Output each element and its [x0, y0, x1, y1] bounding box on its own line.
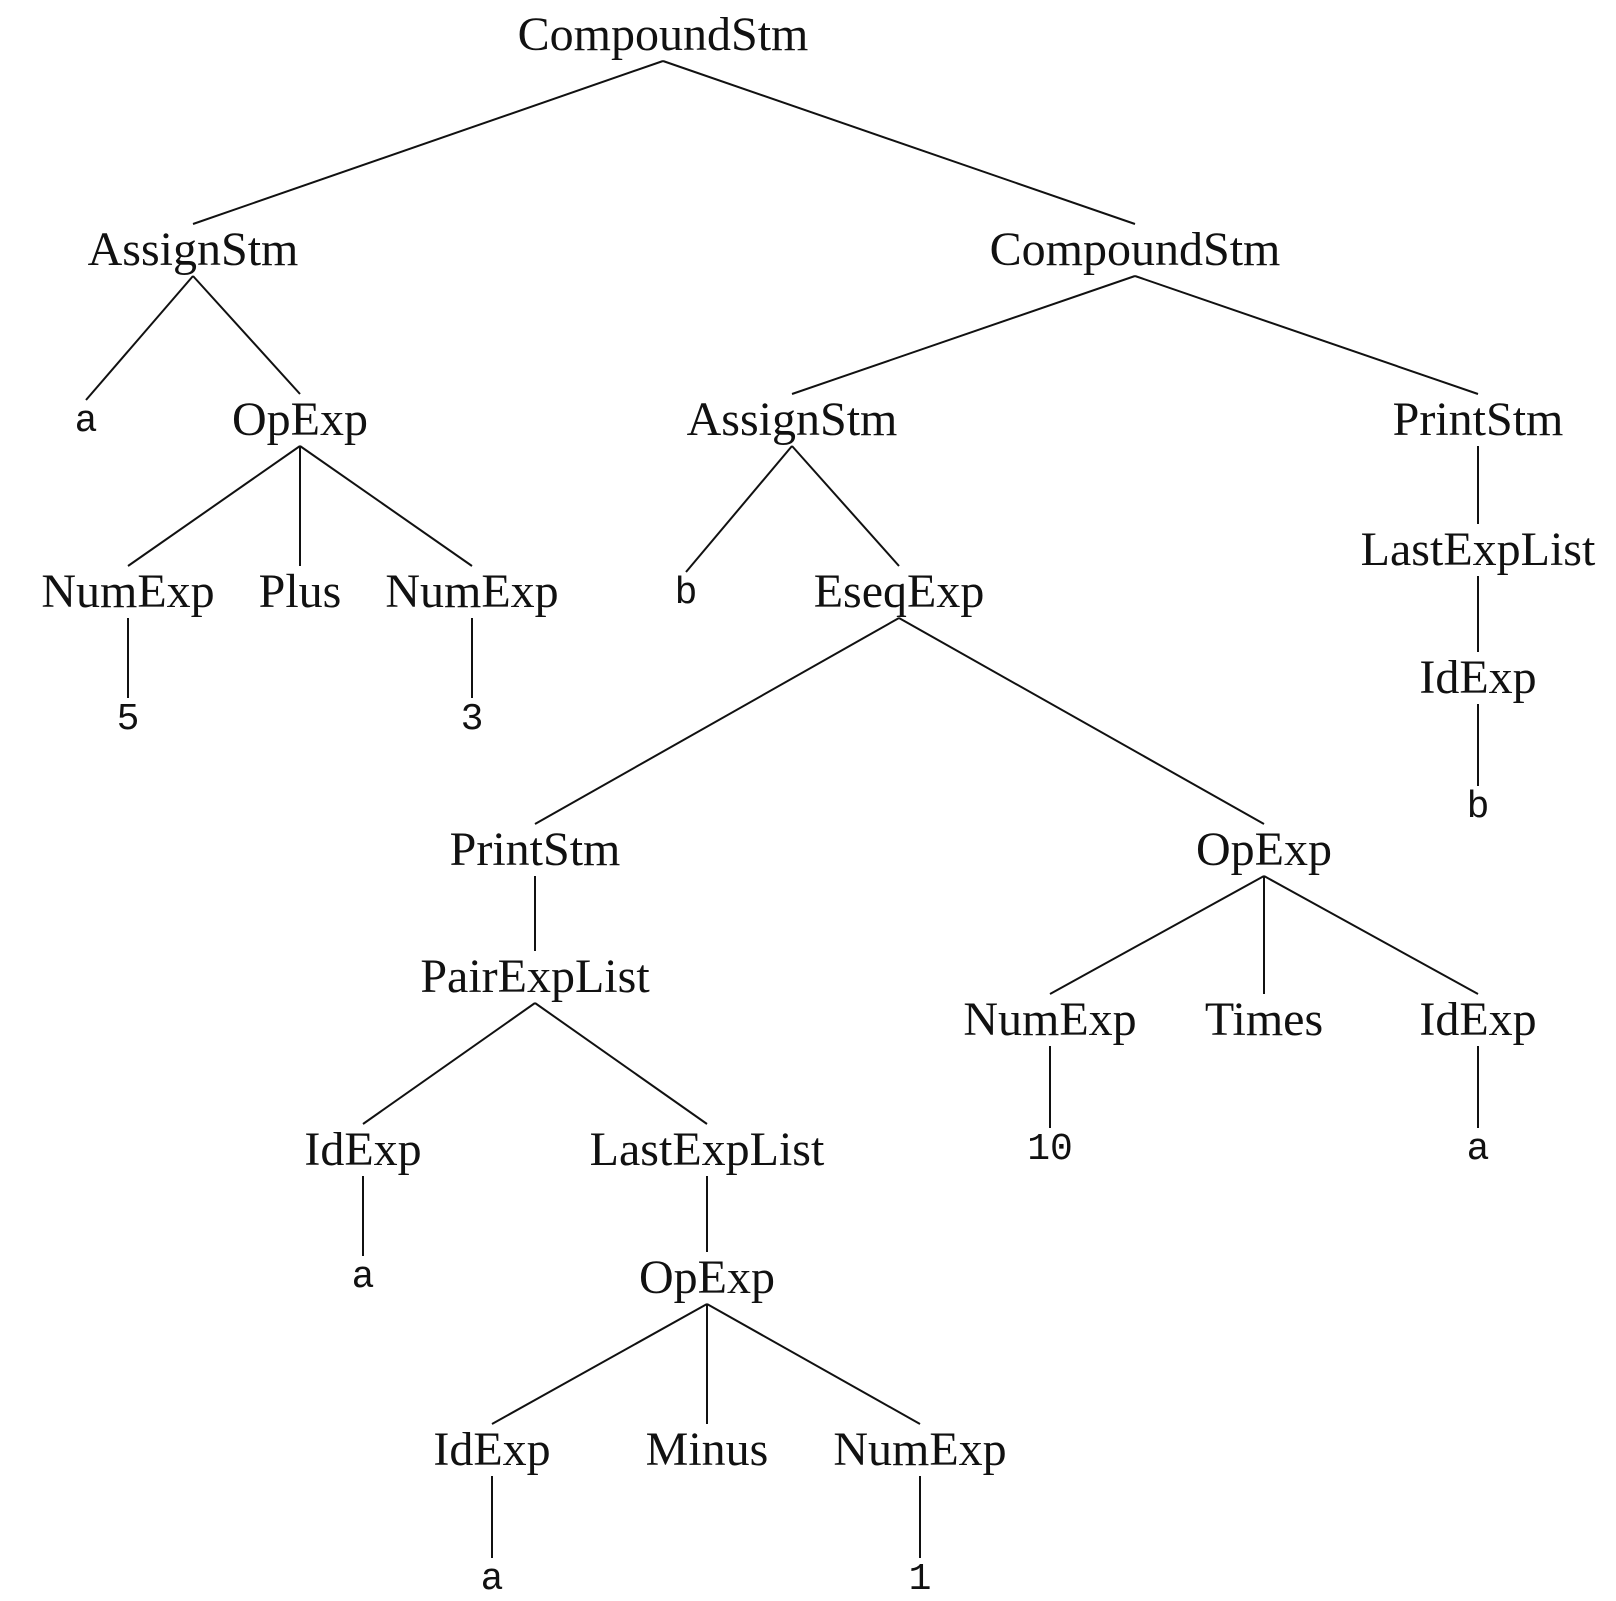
- node-printstm: PrintStm: [449, 823, 621, 876]
- node-opexp: OpExp: [639, 1251, 775, 1304]
- node-numexp: NumExp: [385, 565, 559, 618]
- leaf-3: 3: [460, 698, 484, 741]
- leaf-1: 1: [908, 1558, 932, 1601]
- leaf-a: a: [480, 1558, 504, 1601]
- node-assignstm: AssignStm: [87, 223, 299, 276]
- node-idexp: IdExp: [433, 1423, 551, 1476]
- leaf-a: a: [351, 1256, 375, 1299]
- tree-edge: [1134, 275, 1479, 395]
- tree-edge: [534, 1002, 708, 1125]
- tree-edge: [1263, 875, 1479, 995]
- node-assignstm: AssignStm: [686, 393, 898, 446]
- leaf-b: b: [674, 572, 698, 615]
- node-idexp: IdExp: [1419, 993, 1537, 1046]
- tree-edge: [662, 60, 1136, 225]
- node-numexp: NumExp: [963, 993, 1137, 1046]
- leaf-10: 10: [1027, 1128, 1073, 1171]
- node-opexp: OpExp: [232, 393, 368, 446]
- leaf-b: b: [1466, 786, 1490, 829]
- tree-edge: [706, 1303, 921, 1425]
- tree-edge: [299, 445, 473, 567]
- tree-edge: [85, 275, 194, 401]
- tree-edge: [362, 1002, 536, 1125]
- node-idexp: IdExp: [1419, 651, 1537, 704]
- node-opexp: OpExp: [1196, 823, 1332, 876]
- tree-edge: [1049, 875, 1265, 995]
- tree-edge: [685, 445, 793, 573]
- node-idexp: IdExp: [304, 1123, 422, 1176]
- node-numexp: NumExp: [833, 1423, 1007, 1476]
- tree-edge: [791, 275, 1136, 395]
- leaf-5: 5: [116, 698, 140, 741]
- tree-edge: [127, 445, 301, 567]
- node-pairexplist: PairExpList: [420, 950, 650, 1003]
- tree-edge: [791, 445, 900, 567]
- node-plus: Plus: [258, 565, 342, 618]
- leaf-a: a: [1466, 1128, 1490, 1171]
- node-lastexplist: LastExpList: [589, 1123, 825, 1176]
- node-numexp: NumExp: [41, 565, 215, 618]
- node-compoundstm: CompoundStm: [517, 8, 809, 61]
- leaf-a: a: [74, 400, 98, 443]
- node-lastexplist: LastExpList: [1360, 523, 1596, 576]
- tree-edge: [898, 617, 1265, 825]
- node-minus: Minus: [645, 1423, 769, 1476]
- node-times: Times: [1204, 993, 1324, 1046]
- tree-edge: [534, 617, 900, 825]
- tree-edge: [491, 1303, 708, 1425]
- tree-edge: [192, 60, 664, 225]
- node-printstm: PrintStm: [1392, 393, 1564, 446]
- node-eseqexp: EseqExp: [813, 565, 985, 618]
- tree-edge: [192, 275, 301, 395]
- node-compoundstm: CompoundStm: [989, 223, 1281, 276]
